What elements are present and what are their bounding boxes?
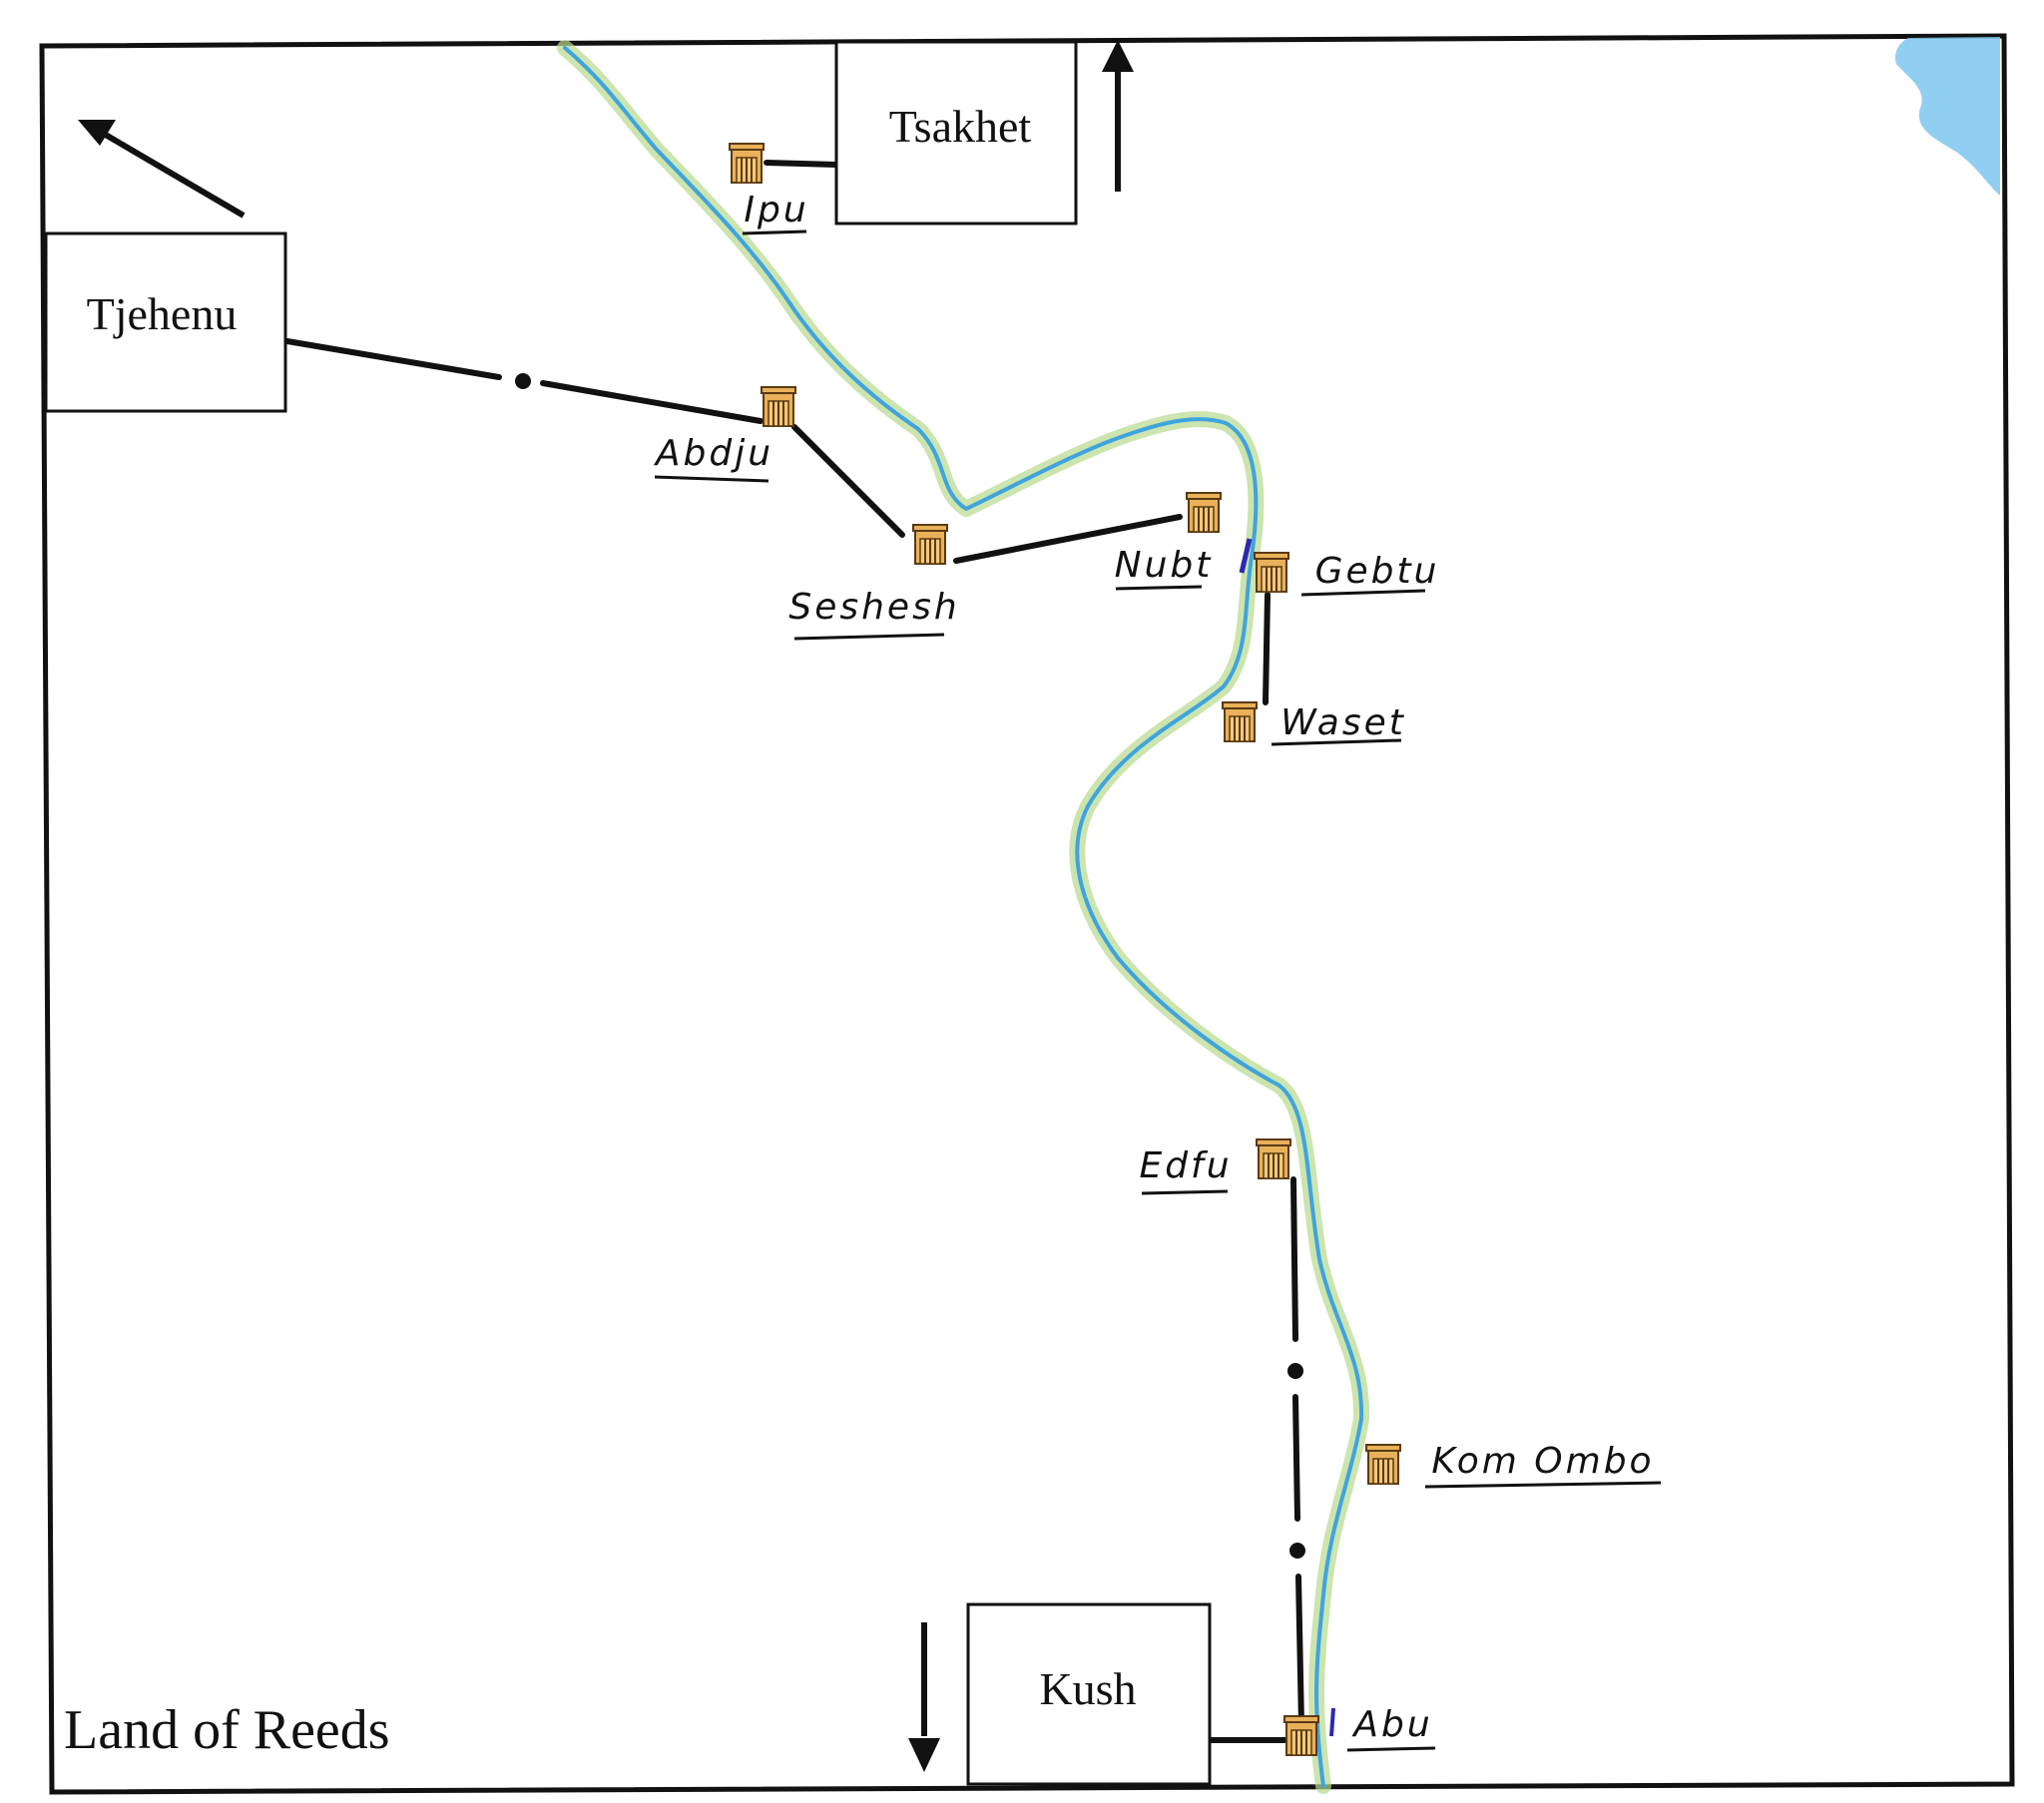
river-bank [557, 40, 1370, 1794]
city-ipu[interactable]: Ipu [729, 143, 809, 235]
route-seshesh-nubt [953, 514, 1183, 564]
river-marker-abu [1329, 1707, 1335, 1737]
temple-icon [729, 143, 765, 184]
river-marker-gebtu [1239, 538, 1253, 574]
route-edfu-abu-b [1292, 1394, 1300, 1522]
city-label-waset: Waset [1280, 702, 1406, 743]
arrow-icon-north [1102, 40, 1134, 192]
route-dot [515, 373, 531, 389]
temple-icon [1254, 552, 1289, 593]
region-box-tsakhet[interactable]: Tsakhet [834, 40, 1078, 225]
temple-icon [1283, 1715, 1319, 1756]
arrow-icon-south [908, 1622, 940, 1772]
city-label-ipu: Ipu [744, 190, 808, 230]
city-edfu[interactable]: Edfu [1139, 1138, 1291, 1195]
city-label-gebtu: Gebtu [1315, 551, 1440, 592]
route-dot [1287, 1363, 1303, 1379]
temple-icon [761, 386, 796, 427]
city-waset[interactable]: Waset [1222, 701, 1406, 746]
city-nubt[interactable]: Nubt [1115, 492, 1222, 591]
region-label-kush: Kush [1039, 1663, 1136, 1714]
region-label-tsakhet: Tsakhet [889, 101, 1032, 152]
map-border [39, 33, 2015, 1795]
city-label-abdju: Abdju [654, 433, 773, 474]
city-abdju[interactable]: Abdju [654, 386, 796, 483]
route-tjehenu-abdju-b [540, 380, 764, 424]
region-box-kush[interactable]: Kush [966, 1602, 1212, 1786]
city-seshesh[interactable]: Seshesh [788, 524, 959, 641]
route-edfu-abu-c [1295, 1574, 1304, 1727]
route-tjehenu-abdju-a [284, 338, 502, 380]
routes [284, 160, 1304, 1743]
temple-icon [1365, 1444, 1401, 1485]
city-label-kom-ombo: Kom Ombo [1431, 1441, 1654, 1482]
city-label-nubt: Nubt [1115, 545, 1214, 586]
arrow-icon-northwest [78, 120, 246, 219]
route-dot [1289, 1543, 1305, 1559]
temple-icon [1186, 492, 1222, 533]
route-tsakhet-ipu [764, 160, 839, 168]
map-title: Land of Reeds [64, 1699, 390, 1761]
city-label-abu: Abu [1351, 1704, 1432, 1745]
temple-icon [1256, 1138, 1291, 1179]
city-label-seshesh: Seshesh [788, 587, 959, 628]
city-gebtu[interactable]: Gebtu [1254, 551, 1440, 597]
temple-icon [912, 524, 948, 565]
route-edfu-abu-a [1290, 1176, 1298, 1342]
region-label-tjehenu: Tjehenu [87, 288, 238, 339]
city-label-edfu: Edfu [1139, 1145, 1232, 1186]
region-box-tjehenu[interactable]: Tjehenu [44, 231, 287, 413]
city-abu[interactable]: Abu [1283, 1704, 1436, 1756]
route-abdju-seshesh [791, 424, 905, 538]
city-kom-ombo[interactable]: Kom Ombo [1365, 1441, 1662, 1489]
temple-icon [1222, 701, 1258, 742]
river-nile [563, 46, 1364, 1788]
sea-area [1894, 37, 2000, 196]
route-gebtu-waset [1263, 592, 1271, 705]
